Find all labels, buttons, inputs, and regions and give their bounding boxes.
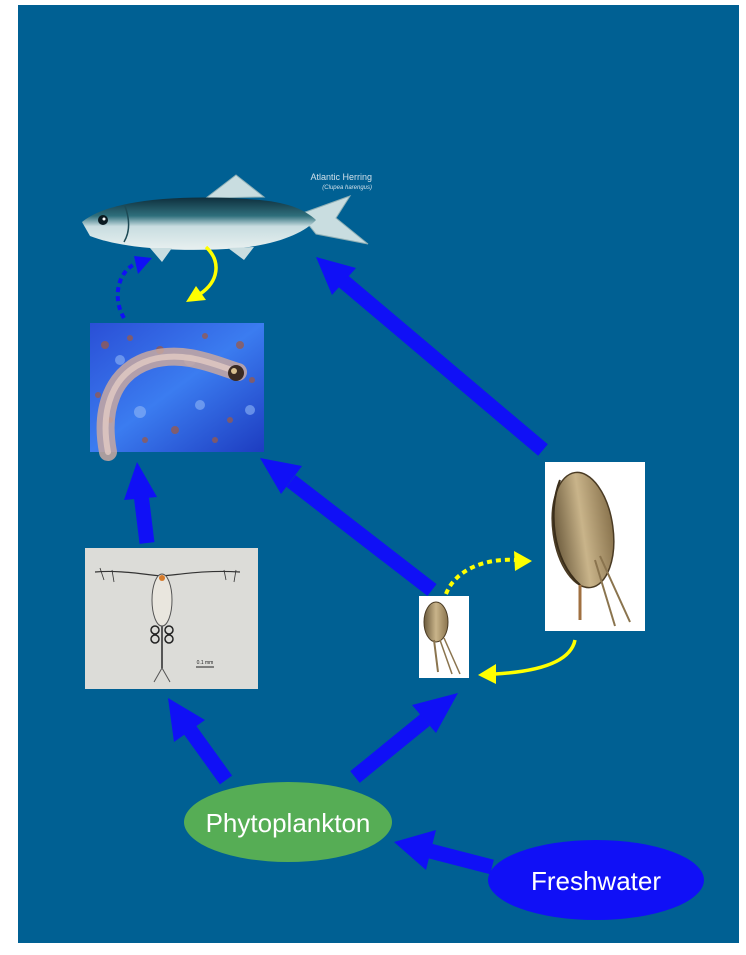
arrow-small-zooplankter-to-larva bbox=[260, 458, 432, 590]
fish-latin-name: (Clupea harengus) bbox=[322, 185, 372, 191]
copepod-scale-bar-label: 0.1 mm bbox=[197, 660, 214, 666]
arrow-adult-produces-juvenile bbox=[478, 640, 575, 684]
small-zooplankter-photo bbox=[419, 596, 469, 678]
arrow-juvenile-grows-to-adult bbox=[446, 551, 532, 594]
arrow-copepod-to-larva bbox=[124, 462, 157, 543]
large-zooplankter-photo bbox=[545, 462, 645, 631]
herring-larva-photo bbox=[90, 323, 264, 452]
arrow-freshwater-to-phytoplankton bbox=[394, 830, 492, 870]
fish-common-name: Atlantic Herring bbox=[310, 172, 372, 182]
arrow-phytoplankton-to-small-zooplankter bbox=[355, 693, 458, 777]
arrow-herring-spawns-larva bbox=[186, 247, 216, 302]
copepod-micrograph bbox=[85, 548, 258, 689]
arrow-large-zooplankter-to-herring bbox=[316, 257, 543, 450]
arrow-larva-grows-to-herring bbox=[118, 256, 152, 318]
freshwater-label: Freshwater bbox=[531, 866, 661, 896]
arrow-phytoplankton-to-copepod bbox=[168, 698, 226, 780]
phytoplankton-label: Phytoplankton bbox=[206, 808, 371, 838]
